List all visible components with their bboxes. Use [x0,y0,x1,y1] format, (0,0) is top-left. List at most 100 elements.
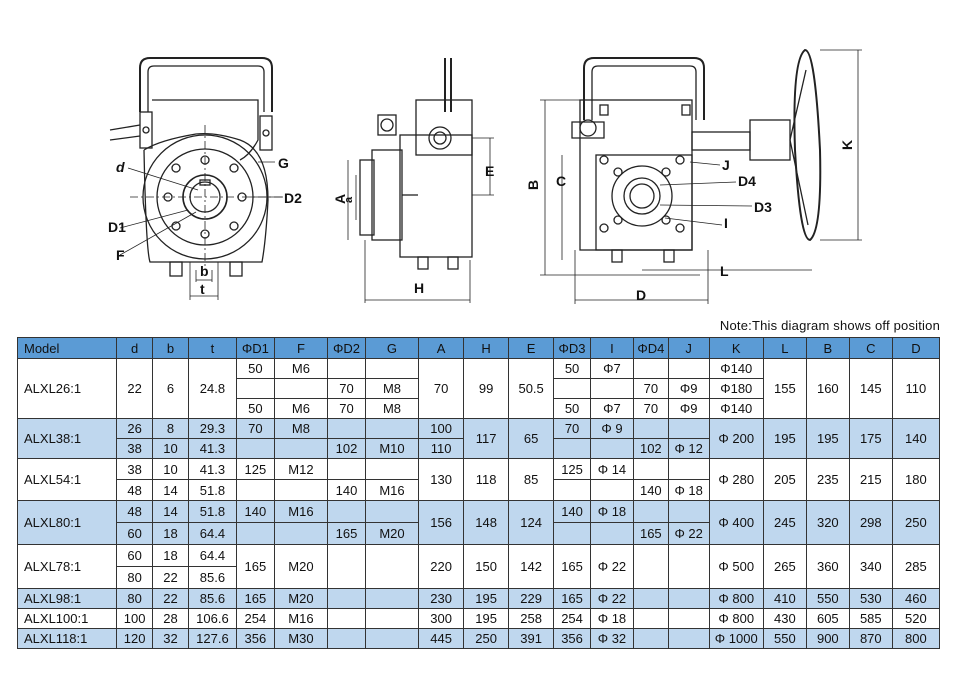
table-cell: 117 [463,418,510,459]
table-cell [235,522,275,545]
table-cell: 50 [235,358,275,379]
table-cell: 150 [463,544,510,589]
table-cell: 10 [152,458,189,480]
table-cell: Φ7 [589,358,634,379]
table-cell [235,438,275,459]
table-cell: Φ 500 [708,544,764,589]
table-cell [235,479,275,501]
table-cell [589,479,634,501]
table-cell: M20 [273,588,329,609]
table-cell: 110 [418,438,465,459]
table-cell: Φ 18 [589,500,634,523]
table-cell [632,608,669,629]
table-cell [364,358,420,379]
table-cell: 391 [508,628,555,649]
table-cell: 50 [553,358,591,379]
table-cell [667,544,710,589]
table-cell [632,458,669,480]
table-cell [553,522,591,545]
table-cell [589,378,634,399]
header-cell: H [463,337,510,359]
table-row: ALXL98:1 80 22 85.6 165 M20 230 195 229 … [16,588,941,609]
table-cell [364,608,420,629]
table-row: ALXL54:1 38 10 41.3 125 M12 130 118 85 1… [16,458,941,501]
table-cell: Φ 22 [589,544,634,589]
table-cell: 124 [508,500,555,545]
table-cell: 605 [805,608,850,629]
table-cell [667,628,710,649]
table-cell: 32 [152,628,189,649]
label-d2: D2 [284,190,302,206]
table-cell: 127.6 [187,628,237,649]
table-cell: M30 [273,628,329,649]
table-cell: 298 [848,500,893,545]
table-cell: 360 [805,544,850,589]
table-row: ALXL118:1 120 32 127.6 356 M30 445 250 3… [16,628,941,649]
header-cell: G [364,337,420,359]
table-cell [364,628,420,649]
model-cell: ALXL80:1 [16,500,118,545]
table-cell [553,378,591,399]
table-cell: Φ 32 [589,628,634,649]
model-cell: ALXL100:1 [16,608,118,629]
header-cell: ΦD3 [553,337,591,359]
table-cell: M8 [273,418,329,439]
table-cell: 22 [152,566,189,589]
table-cell: 64.4 [187,544,237,567]
table-cell: Φ140 [708,358,764,379]
table-cell: 6 [152,358,189,419]
header-cell: ΦD4 [632,337,669,359]
label-c: C [556,173,566,189]
table-cell [667,500,710,523]
table-cell [327,588,366,609]
table-cell: 156 [418,500,465,545]
table-row: 48 14 51.8 140 M16 140 Φ 18 [18,479,940,501]
table-cell: 14 [152,500,189,523]
label-d-dim: D [636,287,646,303]
front-view [109,57,285,300]
table-cell: 18 [152,522,189,545]
table-cell: 205 [762,458,807,501]
table-cell: M6 [273,358,329,379]
table-cell: Φ 280 [708,458,764,501]
table-cell: Φ 12 [667,438,710,459]
table-cell: 215 [848,458,893,501]
table-cell: 140 [553,500,591,523]
table-cell: 60 [116,522,154,545]
table-cell [273,479,329,501]
table-cell: 70 [235,418,275,439]
table-row: ALXL78:1 60 18 64.4 165 M20 220 150 142 … [16,544,941,589]
table-cell: M20 [273,544,329,589]
table-cell [327,608,366,629]
label-t: t [200,281,205,297]
table-cell: 50.5 [508,358,555,419]
table-cell: 70 [327,378,366,399]
table-cell [553,479,591,501]
label-l: L [720,263,729,279]
header-cell: t [187,337,237,359]
table-cell: 18 [152,544,189,567]
table-cell: 265 [762,544,807,589]
table-cell: 10 [152,438,189,459]
table-cell: 155 [762,358,807,419]
table-cell [273,378,329,399]
table-cell: 550 [762,628,807,649]
table-cell: M16 [273,500,329,523]
table-cell [632,358,669,379]
table-cell: 28 [152,608,189,629]
table-cell: 195 [463,608,510,629]
label-j: J [722,157,730,173]
table-cell: 102 [327,438,366,459]
table-cell: 550 [805,588,850,609]
table-cell: 120 [116,628,154,649]
table-row: 60 18 64.4 165 M20 165 Φ 22 [18,522,940,545]
table-cell: M16 [364,479,420,501]
table-cell: 85 [508,458,555,501]
table-cell: 148 [463,500,510,545]
table-cell: 175 [848,418,893,459]
table-cell: Φ 18 [667,479,710,501]
table-cell: Φ 800 [708,608,764,629]
table-cell: 51.8 [187,500,237,523]
table-cell: Φ 22 [589,588,634,609]
label-a-small: a [343,196,355,203]
